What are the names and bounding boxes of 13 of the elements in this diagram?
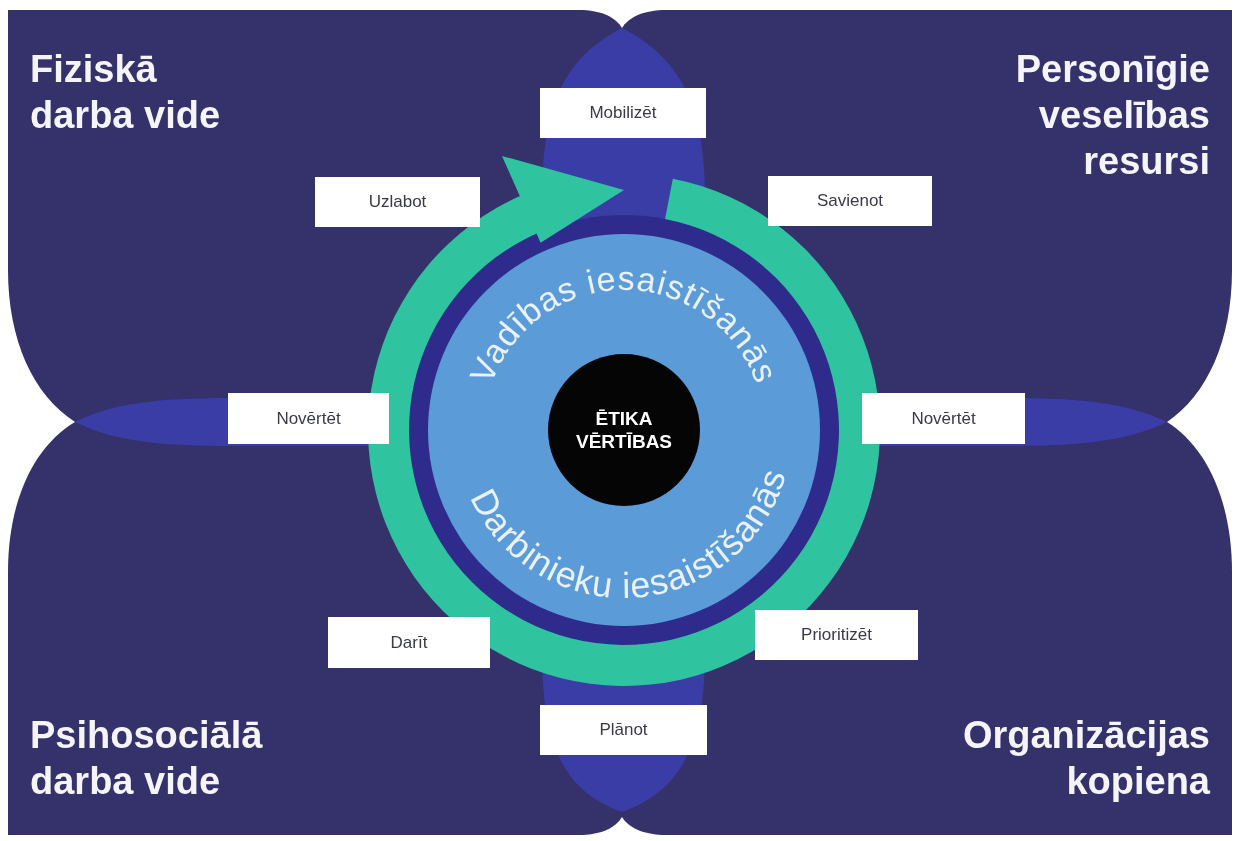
- step-box: Darīt: [328, 617, 490, 668]
- step-box: Mobilizēt: [540, 88, 706, 138]
- step-box: Savienot: [768, 176, 932, 226]
- quadrant-heading: Psihosociālā darba vide: [30, 713, 264, 804]
- quadrant-heading: Fiziskā darba vide: [30, 47, 222, 138]
- step-box: Novērtēt: [228, 393, 389, 444]
- step-box: Uzlabot: [315, 177, 480, 227]
- step-box: Prioritizēt: [755, 610, 918, 660]
- quadrant-heading: Personīgie veselības resursi: [1014, 47, 1210, 184]
- step-box: Plānot: [540, 705, 707, 755]
- step-box: Novērtēt: [862, 393, 1025, 444]
- quadrant-heading: Organizācijas kopiena: [961, 713, 1210, 804]
- core-label: ĒTIKA VĒRTĪBAS: [574, 407, 674, 453]
